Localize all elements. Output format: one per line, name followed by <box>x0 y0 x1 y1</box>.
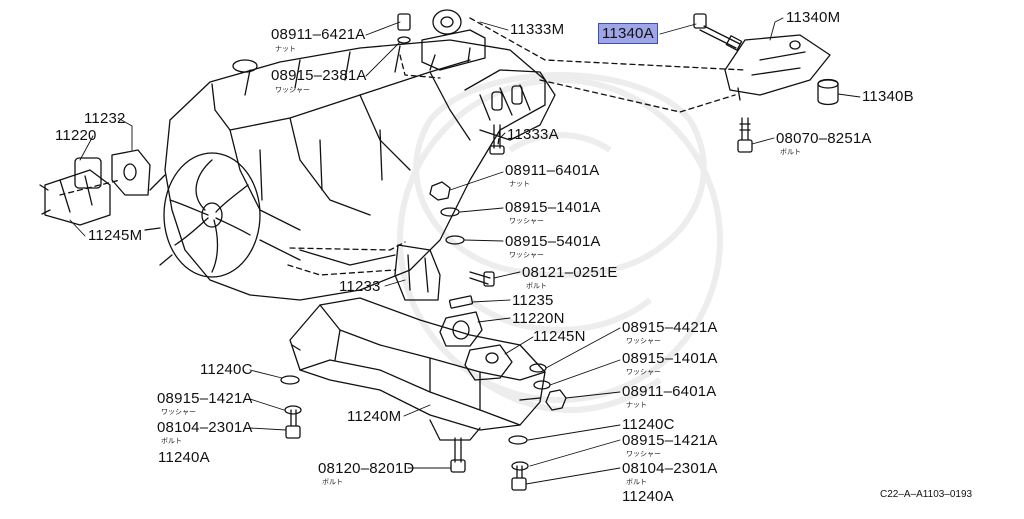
sublabel-bolt: ボルト <box>526 282 547 290</box>
sublabel-nut: ナット <box>509 180 530 188</box>
label-08121-0251E[interactable]: 08121–0251E <box>522 264 618 281</box>
bushing-11340B <box>817 78 839 106</box>
sublabel-washer: ワッシャー <box>509 251 544 259</box>
label-11240A-right[interactable]: 11240A <box>622 488 674 505</box>
label-08915-1421A-left[interactable]: 08915–1421A <box>157 390 253 407</box>
long-bolt-11340A <box>693 13 743 51</box>
label-08120-8201D[interactable]: 08120–8201D <box>318 460 415 477</box>
label-08915-1401A-top[interactable]: 08915–1401A <box>505 199 601 216</box>
sublabel-washer: ワッシャー <box>161 408 196 416</box>
sublabel-bolt: ボルト <box>322 478 343 486</box>
fasteners-right <box>508 363 567 491</box>
label-11245M[interactable]: 11245M <box>88 227 143 244</box>
label-11220[interactable]: 11220 <box>55 127 97 144</box>
sublabel-nut: ナット <box>275 45 296 53</box>
center-mount-assembly <box>394 244 513 381</box>
label-11333A[interactable]: 11333A <box>507 126 559 143</box>
label-11235[interactable]: 11235 <box>512 292 554 309</box>
label-08911-6421A[interactable]: 08911–6421A <box>271 26 366 43</box>
leader-lines <box>69 17 861 485</box>
label-11340M[interactable]: 11340M <box>786 9 841 26</box>
label-11340A-highlighted[interactable]: 11340A <box>598 23 658 44</box>
label-11245N[interactable]: 11245N <box>533 328 586 345</box>
bolt-08070 <box>737 117 753 153</box>
stud-11333A <box>489 124 505 155</box>
sublabel-bolt: ボルト <box>626 478 647 486</box>
label-11232[interactable]: 11232 <box>84 110 126 127</box>
label-11240M[interactable]: 11240M <box>347 408 402 425</box>
front-crossmember <box>289 297 546 441</box>
label-11240A-left[interactable]: 11240A <box>158 449 210 466</box>
sublabel-bolt: ボルト <box>161 437 182 445</box>
sublabel-bolt: ボルト <box>780 148 801 156</box>
label-11233[interactable]: 11233 <box>339 278 381 295</box>
label-11220N[interactable]: 11220N <box>512 310 565 327</box>
label-11340B[interactable]: 11340B <box>862 88 914 105</box>
fasteners-left <box>280 375 302 439</box>
engine-block <box>164 39 556 301</box>
label-08915-1401A-right[interactable]: 08915–1401A <box>622 350 718 367</box>
label-08104-2301A-left[interactable]: 08104–2301A <box>157 419 253 436</box>
sublabel-washer: ワッシャー <box>509 217 544 225</box>
sublabel-washer: ワッシャー <box>626 450 661 458</box>
label-11240C-left[interactable]: 11240C <box>200 361 253 378</box>
label-11240C-right[interactable]: 11240C <box>622 416 675 433</box>
left-mount-assembly <box>39 149 151 226</box>
label-08915-5401A[interactable]: 08915–5401A <box>505 233 601 250</box>
label-08070-8251A[interactable]: 08070–8251A <box>776 130 872 147</box>
label-08911-6401A-top[interactable]: 08911–6401A <box>505 162 600 179</box>
sublabel-washer: ワッシャー <box>626 368 661 376</box>
top-mount-bracket <box>397 9 486 71</box>
cooling-fan <box>144 152 261 278</box>
drawing-code: C22–A–A1103–0193 <box>880 489 973 500</box>
watermark-emblem <box>397 72 723 413</box>
label-11333M[interactable]: 11333M <box>510 21 565 38</box>
sublabel-nut: ナット <box>626 401 647 409</box>
bolt-08120 <box>450 437 466 473</box>
label-08915-4421A[interactable]: 08915–4421A <box>622 319 718 336</box>
label-08104-2301A-right[interactable]: 08104–2301A <box>622 460 718 477</box>
label-08915-1421A-right[interactable]: 08915–1421A <box>622 432 718 449</box>
rear-mount-bracket-11340M <box>724 34 831 101</box>
sublabel-washer: ワッシャー <box>626 337 661 345</box>
sublabel-washer: ワッシャー <box>275 86 310 94</box>
label-08915-2381A[interactable]: 08915–2381A <box>271 67 367 84</box>
label-08911-6401A-right[interactable]: 08911–6401A <box>622 383 717 400</box>
